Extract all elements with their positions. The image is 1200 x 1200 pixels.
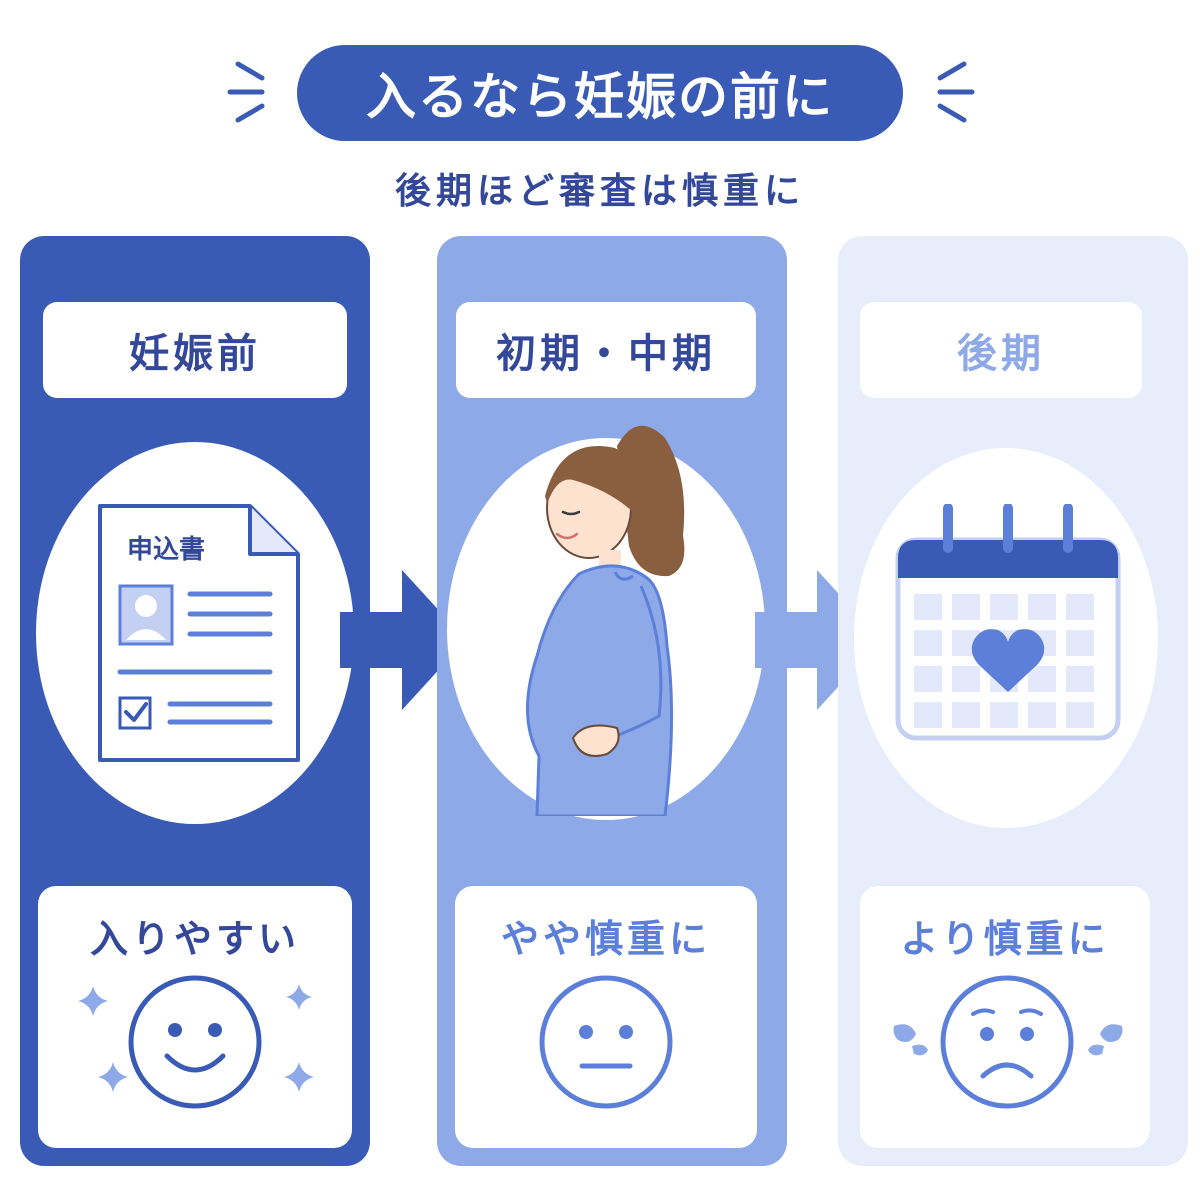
stage-panel-pre-pregnancy: 妊娠前 申込書 入りやすい bbox=[20, 236, 370, 1166]
form-title: 申込書 bbox=[127, 535, 205, 565]
right-burst-icon bbox=[937, 61, 975, 123]
stage-label: 初期・中期 bbox=[456, 302, 756, 398]
neutral-face-icon bbox=[539, 975, 673, 1109]
difficulty-label: やや慎重に bbox=[500, 917, 711, 961]
sweat-drops-icon bbox=[893, 1024, 928, 1056]
sparkle-icon bbox=[286, 984, 312, 1010]
difficulty-card: 入りやすい bbox=[38, 886, 352, 1148]
page-subtitle: 後期ほど審査は慎重に bbox=[394, 171, 805, 212]
smiling-face-icon bbox=[128, 975, 262, 1109]
stage-label: 妊娠前 bbox=[43, 302, 347, 398]
sparkle-icon bbox=[284, 1062, 314, 1092]
stage-panel-late: 後期 より慎重に bbox=[838, 236, 1188, 1166]
application-form-icon: 申込書 bbox=[98, 504, 300, 762]
sparkle-icon bbox=[78, 986, 108, 1016]
sweat-drops-icon bbox=[1088, 1024, 1123, 1056]
calendar-heart-icon bbox=[895, 504, 1121, 741]
arrow-right-icon bbox=[755, 570, 881, 710]
sparkle-icon bbox=[98, 1062, 128, 1092]
page-title: 入るなら妊娠の前に bbox=[297, 45, 903, 141]
pregnant-woman-icon bbox=[525, 425, 685, 816]
arrow-right-icon bbox=[340, 570, 466, 710]
difficulty-label: 入りやすい bbox=[89, 917, 300, 961]
stage-label: 後期 bbox=[860, 302, 1142, 398]
difficulty-card: より慎重に bbox=[860, 886, 1150, 1148]
stage-panel-early-mid: 初期・中期 やや慎重に bbox=[437, 236, 787, 1166]
worried-face-icon bbox=[940, 975, 1074, 1109]
difficulty-label: より慎重に bbox=[900, 917, 1110, 961]
left-burst-icon bbox=[227, 61, 265, 123]
difficulty-card: やや慎重に bbox=[455, 886, 757, 1148]
